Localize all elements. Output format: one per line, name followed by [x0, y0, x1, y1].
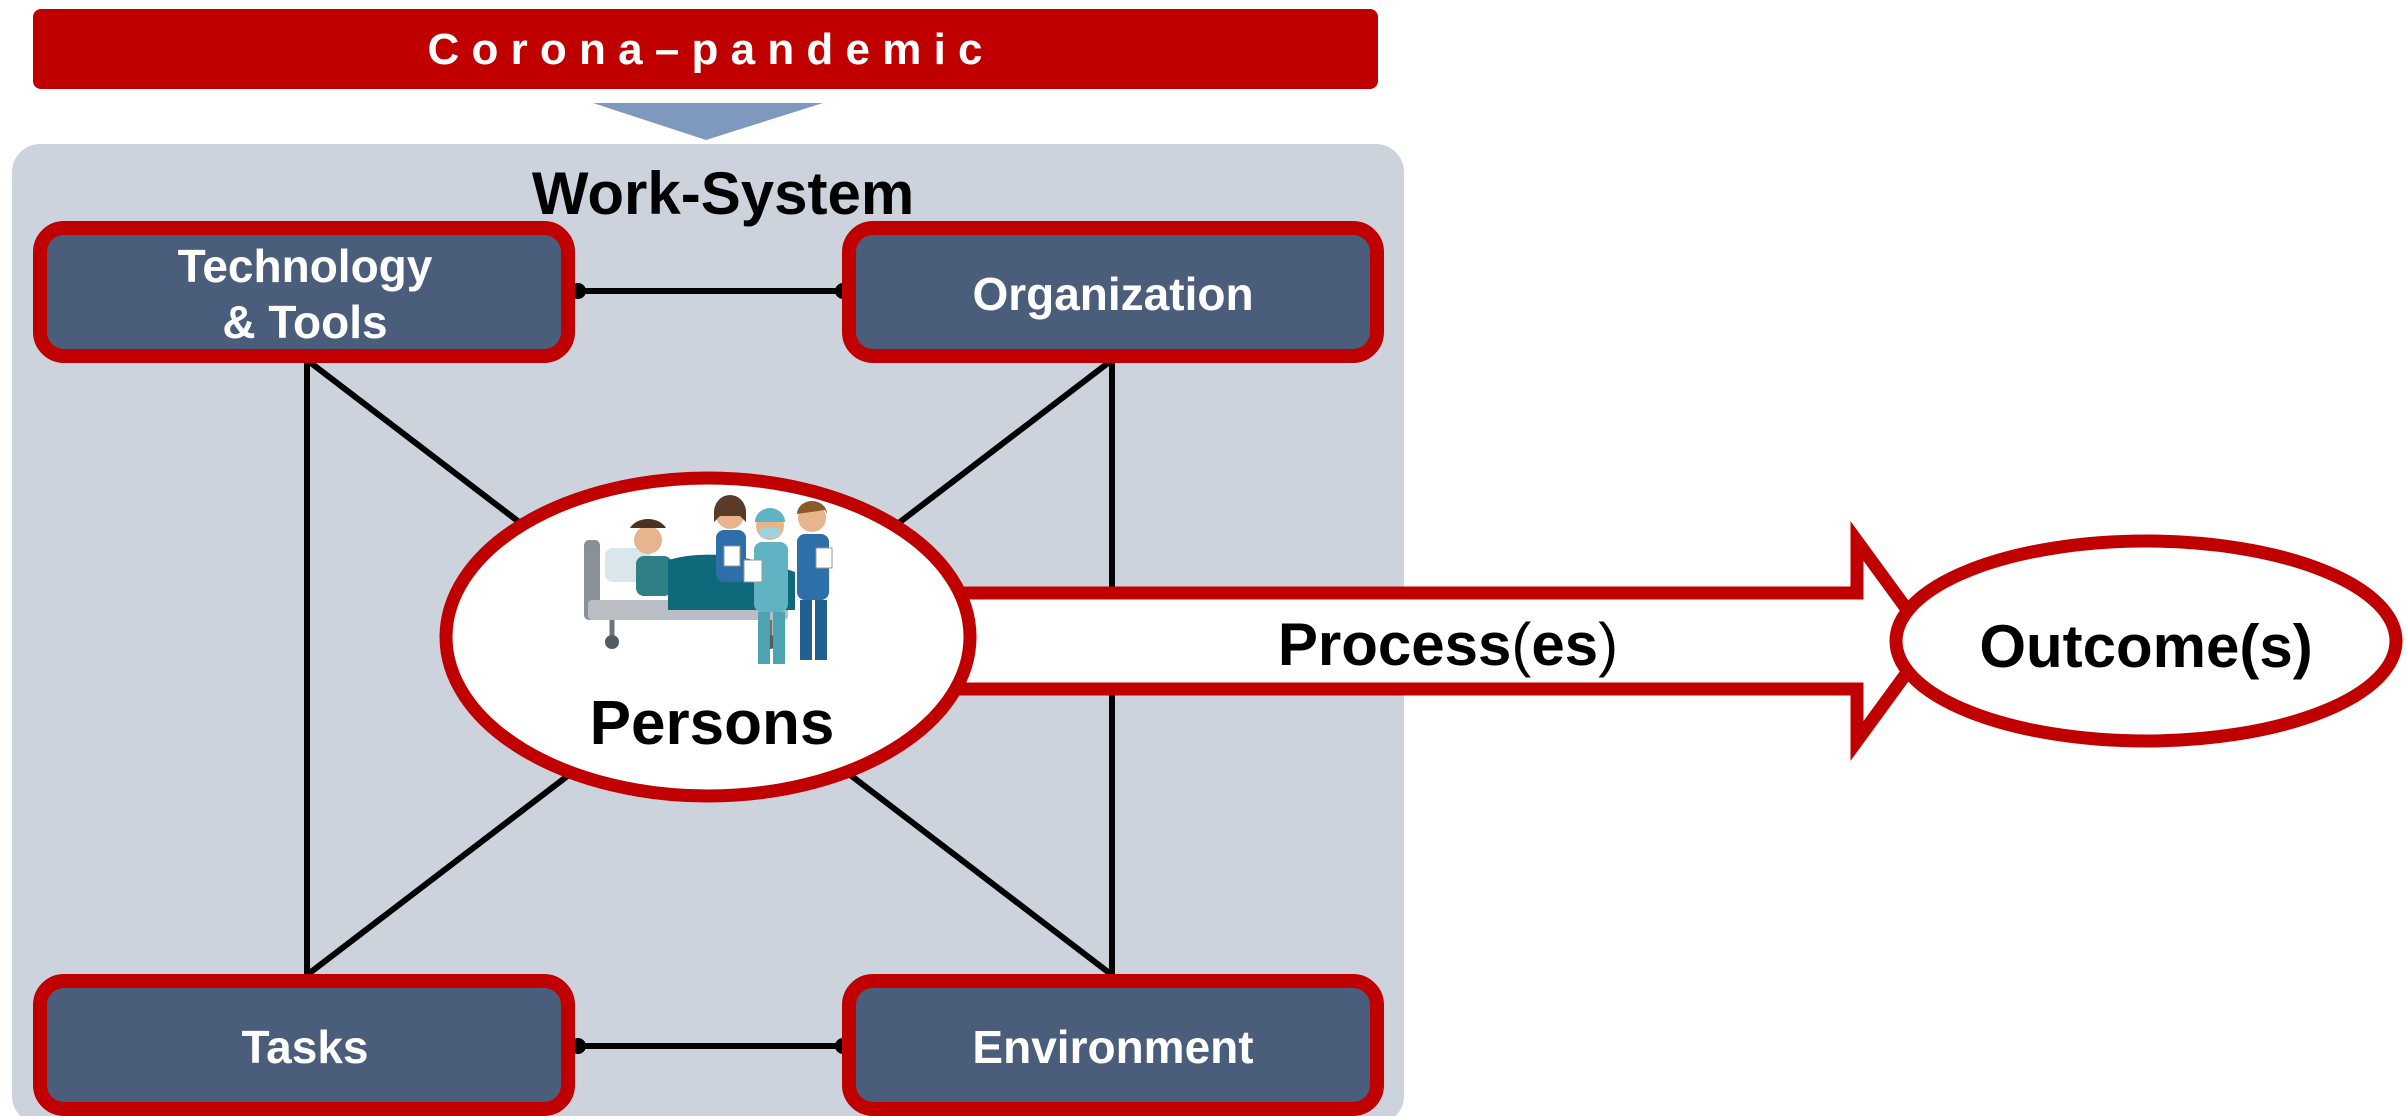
tasks-label: Tasks — [241, 1021, 368, 1073]
process-label-open: ( — [1511, 611, 1531, 678]
node-tasks: Tasks — [33, 974, 575, 1116]
organization-label: Organization — [972, 268, 1253, 320]
node-persons: Persons — [439, 471, 977, 803]
node-technology-tools: Technology & Tools — [33, 221, 575, 363]
corona-banner: C o r o n a – p a n d e m i c — [33, 9, 1378, 89]
process-arrow: Process(es) — [953, 521, 1939, 761]
work-system-title: Work-System — [532, 160, 914, 227]
technology-label-line2: & Tools — [222, 296, 387, 348]
down-arrow-icon — [593, 103, 823, 140]
outcome-label: Outcome(s) — [1979, 613, 2312, 680]
persons-label: Persons — [590, 689, 835, 758]
node-outcome: Outcome(s) — [1889, 534, 2403, 748]
node-organization: Organization — [842, 221, 1384, 363]
process-label-mid: es — [1531, 611, 1598, 678]
banner-label: C o r o n a – p a n d e m i c — [427, 25, 982, 74]
environment-label: Environment — [972, 1021, 1253, 1073]
process-label-bold: Process — [1278, 611, 1512, 678]
process-label-close: ) — [1598, 611, 1618, 678]
hospital-team-icon — [584, 495, 833, 664]
process-label: Process(es) — [1278, 611, 1618, 678]
technology-label-line1: Technology — [178, 240, 433, 292]
node-environment: Environment — [842, 974, 1384, 1116]
